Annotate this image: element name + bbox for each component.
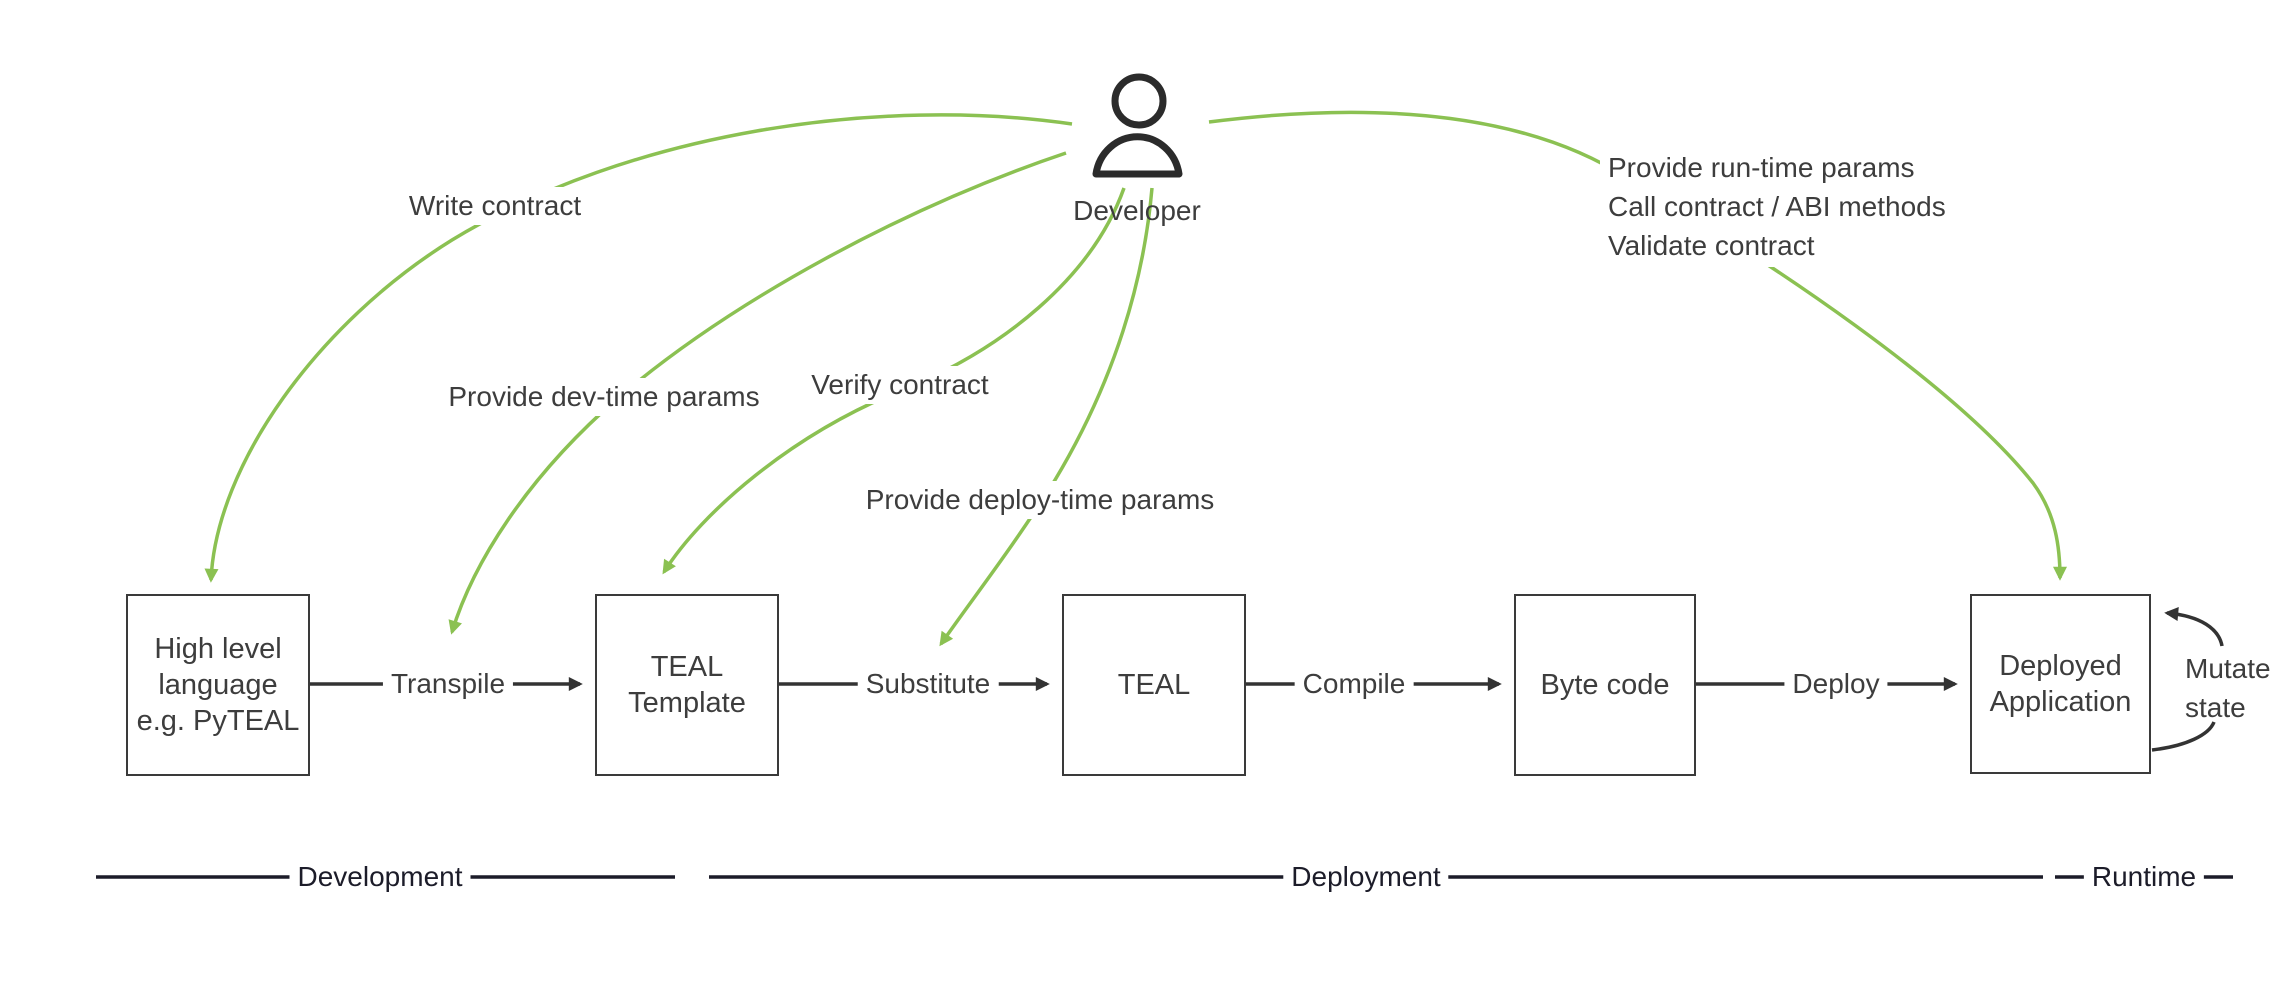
person-icon <box>1092 73 1183 178</box>
node-teal-template: TEAL Template <box>595 594 779 776</box>
mutate-state-loop-bottom <box>2151 721 2216 752</box>
provide-dev-time-params-label: Provide dev-time params <box>440 378 768 416</box>
mutate-state-label: Mutate state <box>2185 653 2271 723</box>
run-time-actions-label: Provide run-time params Call contract / … <box>1600 146 1954 267</box>
node-high-level-language: High level language e.g. PyTEAL <box>126 594 310 776</box>
provide-deploy-time-params-arrow <box>939 187 1154 647</box>
phase-development-label: Development <box>289 858 471 896</box>
node-teal: TEAL <box>1062 594 1246 776</box>
node-byte-code: Byte code <box>1514 594 1696 776</box>
phase-runtime-label: Runtime <box>2083 858 2205 896</box>
write-contract-label: Write contract <box>400 187 590 225</box>
mutate-state-loop-top <box>2164 607 2224 647</box>
provide-deploy-time-params-label: Provide deploy-time params <box>857 481 1223 519</box>
verify-contract-label: Verify contract <box>803 366 997 404</box>
write-contract-arrow <box>204 113 1073 583</box>
developer-label: Developer <box>1073 195 1201 226</box>
phase-deployment-label: Deployment <box>1283 858 1449 896</box>
transpile-label: Transpile <box>382 665 514 703</box>
compile-label: Compile <box>1294 665 1414 703</box>
substitute-label: Substitute <box>857 665 999 703</box>
deploy-label: Deploy <box>1784 665 1888 703</box>
person-head-icon <box>1111 73 1167 129</box>
person-shoulders-icon <box>1092 133 1183 178</box>
node-deployed-application: Deployed Application <box>1970 594 2151 774</box>
